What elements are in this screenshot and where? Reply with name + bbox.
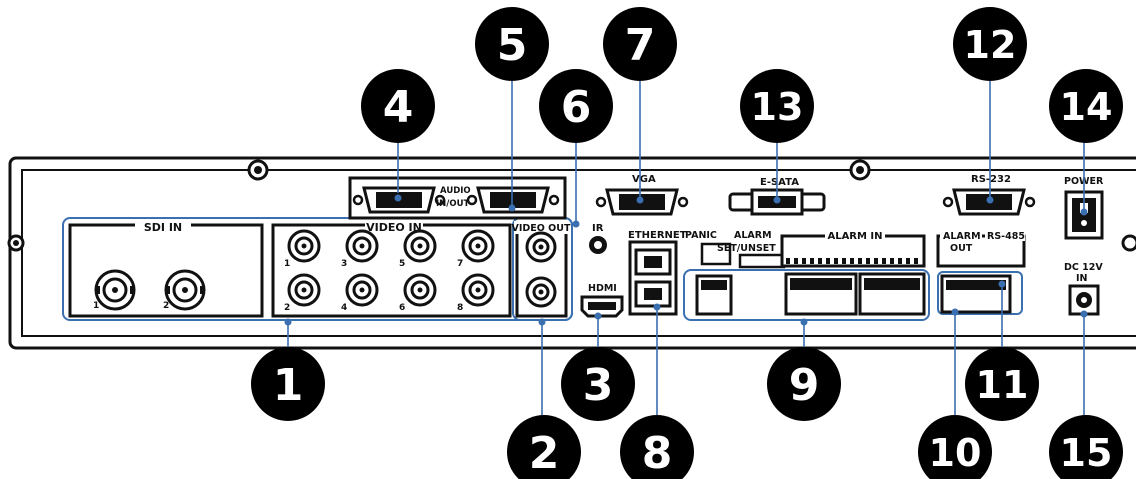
alarm-out-terminal[interactable]: [940, 274, 1012, 314]
svg-text:9: 9: [789, 360, 820, 411]
bnc-video-in-5[interactable]: [403, 229, 437, 263]
svg-text:5: 5: [497, 20, 528, 71]
bnc-sdi-2[interactable]: [164, 269, 206, 311]
bnc-video-in-8[interactable]: [461, 273, 495, 307]
dc-jack[interactable]: [1068, 284, 1100, 316]
hdmi-label: HDMI: [588, 283, 617, 294]
vin-3-label: 3: [341, 259, 347, 269]
alarm-set-label: ALARM: [734, 230, 772, 241]
alarm-out-label-1: ALARM: [943, 231, 981, 242]
alarm-out-label-2: OUT: [950, 243, 973, 254]
alarm-io-section: PANIC ALARM SET/UNSET ALARM IN: [685, 229, 926, 316]
sdi-in-label: SDI IN: [144, 221, 182, 234]
rs232-label: RS-232: [971, 174, 1011, 185]
bnc-video-in-3[interactable]: [345, 229, 379, 263]
audio-section: AUDIO IN/OUT: [348, 176, 567, 220]
callout-13: 13: [740, 69, 814, 143]
bnc-video-out-2[interactable]: [525, 276, 557, 308]
vin-4-label: 4: [341, 303, 347, 313]
bnc-video-in-7[interactable]: [461, 229, 495, 263]
callout-9: 9: [767, 347, 841, 421]
vin-6-label: 6: [399, 303, 405, 313]
bnc-video-out-1[interactable]: [525, 231, 557, 263]
rs485-label: RS-485: [987, 231, 1025, 242]
panic-terminal[interactable]: [695, 274, 733, 316]
svg-text:3: 3: [583, 360, 614, 411]
bnc-sdi-1[interactable]: [94, 269, 136, 311]
sdi-1-label: 1: [93, 301, 99, 311]
bnc-video-in-1[interactable]: [287, 229, 321, 263]
callout-7: 7: [603, 7, 677, 81]
dc-label-1: DC 12V: [1064, 262, 1103, 273]
svg-text:1: 1: [273, 360, 304, 411]
svg-text:15: 15: [1060, 431, 1113, 475]
bnc-video-in-2[interactable]: [287, 273, 321, 307]
callout-12: 12: [953, 7, 1027, 81]
in-out-label: IN/OUT: [436, 199, 470, 209]
leader-lines: [287, 78, 1085, 430]
callout-4: 4: [361, 69, 435, 143]
svg-text:10: 10: [929, 431, 982, 475]
callout-15: 15: [1049, 415, 1123, 479]
audio-port-2[interactable]: [466, 186, 560, 214]
callout-11: 11: [965, 347, 1039, 421]
audio-port-1[interactable]: [352, 186, 446, 214]
svg-text:13: 13: [751, 85, 804, 129]
esata-label: E-SATA: [760, 177, 799, 188]
vin-2-label: 2: [284, 303, 290, 313]
alarm-out-rs485-section: ALARM OUT RS-485: [936, 229, 1026, 314]
callout-1: 1: [251, 347, 325, 421]
sdi-in-section: SDI IN 1 2: [68, 219, 264, 318]
callout-6: 6: [539, 69, 613, 143]
ir-label: IR: [592, 223, 604, 234]
svg-text:6: 6: [561, 82, 592, 133]
callout-3: 3: [561, 347, 635, 421]
ethernet-section: ETHERNET: [628, 230, 687, 316]
dc-in-section: DC 12V IN: [1064, 262, 1103, 316]
bnc-video-in-6[interactable]: [403, 273, 437, 307]
callout-10: 10: [918, 415, 992, 479]
callouts: 1 2 3 4 5 6 7 8 9 13 10 11 12 14 15: [251, 7, 1123, 479]
video-in-label: VIDEO IN: [366, 221, 422, 234]
set-unset-label: SET/UNSET: [717, 243, 776, 254]
alarm-in-label: ALARM IN: [827, 231, 882, 242]
alarm-in-pins: [786, 258, 918, 264]
ir-section: IR: [589, 223, 607, 254]
ethernet-port-top[interactable]: [634, 248, 672, 276]
alarm-terminal-2[interactable]: [858, 272, 926, 316]
svg-text:4: 4: [383, 82, 414, 133]
panic-label: PANIC: [685, 230, 717, 241]
video-out-section: VIDEO OUT: [512, 221, 571, 318]
bnc-video-in-4[interactable]: [345, 273, 379, 307]
alarm-terminal-1[interactable]: [784, 272, 858, 316]
audio-label: AUDIO: [440, 186, 471, 196]
callout-2: 2: [507, 415, 581, 479]
dc-label-2: IN: [1076, 273, 1088, 284]
svg-text:2: 2: [529, 428, 560, 479]
hdmi-section: HDMI: [580, 283, 624, 318]
svg-text:11: 11: [976, 363, 1029, 407]
vga-label: VGA: [632, 174, 656, 185]
leader-dots: [284, 194, 1088, 326]
callout-8: 8: [620, 415, 694, 479]
callout-14: 14: [1049, 69, 1123, 143]
hdmi-port[interactable]: [580, 295, 624, 318]
video-out-label: VIDEO OUT: [512, 223, 571, 234]
sdi-2-label: 2: [163, 301, 169, 311]
ethernet-port-bottom[interactable]: [634, 280, 672, 308]
vin-5-label: 5: [399, 259, 405, 269]
svg-text:12: 12: [964, 23, 1017, 67]
video-in-section: VIDEO IN 1 3 5 7 2 4 6 8: [271, 219, 512, 318]
vin-7-label: 7: [457, 259, 463, 269]
ir-jack[interactable]: [589, 236, 607, 254]
svg-text:14: 14: [1060, 85, 1113, 129]
ethernet-label: ETHERNET: [628, 230, 687, 241]
svg-text:8: 8: [642, 428, 673, 479]
vin-1-label: 1: [284, 259, 290, 269]
vin-8-label: 8: [457, 303, 463, 313]
svg-text:7: 7: [625, 20, 656, 71]
callout-5: 5: [475, 7, 549, 81]
